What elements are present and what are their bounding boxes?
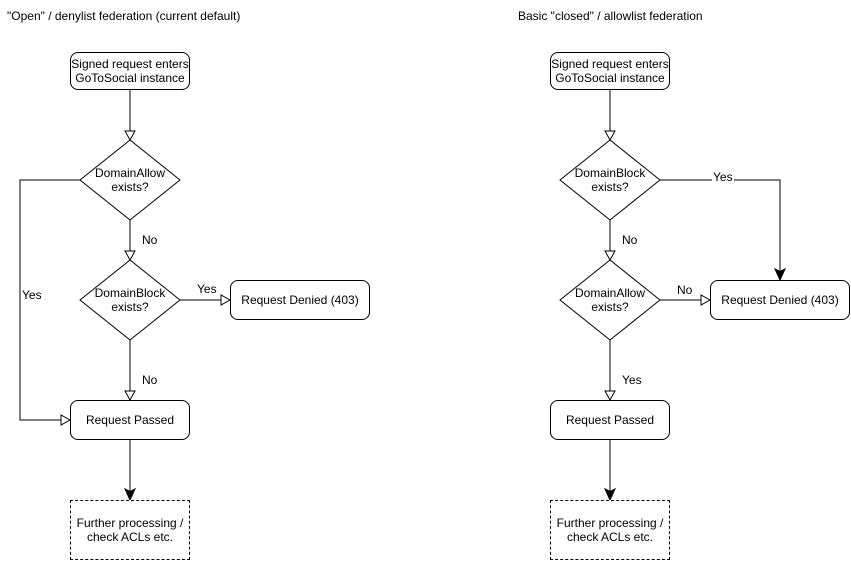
right-decision1-label: DomainBlock exists? <box>574 166 646 194</box>
right-request-passed-node: Request Passed <box>550 400 670 440</box>
left-decision2-label: DomainBlock exists? <box>94 286 166 314</box>
left-request-denied-node: Request Denied (403) <box>230 280 370 320</box>
right-decision2-label: DomainAllow exists? <box>574 286 646 314</box>
left-request-passed-node: Request Passed <box>70 400 190 440</box>
right-decision2-no-label: No <box>676 283 694 297</box>
left-arrowhead-open-decision2 <box>124 250 136 262</box>
left-arrowhead-open-decision1 <box>124 130 136 142</box>
left-further-processing-node: Further processing / check ACLs etc. <box>70 500 190 560</box>
left-decision1-yes-label: Yes <box>21 288 43 302</box>
left-arrowhead-open-denied <box>220 294 232 306</box>
left-start-node: Signed request enters GoToSocial instanc… <box>70 52 190 90</box>
right-arrowhead-open-decision2 <box>604 250 616 262</box>
left-arrowhead-filled-further <box>123 487 137 502</box>
left-connector-decision1-yes-passed <box>19 179 80 421</box>
right-decision1-no-label: No <box>621 233 639 247</box>
right-arrowhead-filled-denied-top <box>773 267 787 282</box>
left-decision1-no-label: No <box>141 233 159 247</box>
right-request-denied-node: Request Denied (403) <box>710 280 850 320</box>
right-arrowhead-open-passed-top <box>604 390 616 402</box>
right-further-processing-node: Further processing / check ACLs etc. <box>550 500 670 560</box>
right-connector-decision1-yes-denied <box>660 179 781 272</box>
left-decision2-yes-label: Yes <box>196 282 218 296</box>
right-decision1-yes-label: Yes <box>712 170 734 184</box>
left-arrowhead-open-passed-left <box>60 414 72 426</box>
right-start-node: Signed request enters GoToSocial instanc… <box>550 52 670 90</box>
right-diagram-title: Basic "closed" / allowlist federation <box>518 9 703 23</box>
right-arrowhead-open-denied-left <box>700 294 712 306</box>
right-arrowhead-filled-further <box>603 487 617 502</box>
right-arrowhead-open-decision1 <box>604 130 616 142</box>
left-decision2-no-label: No <box>141 373 159 387</box>
left-arrowhead-open-passed-top <box>124 390 136 402</box>
left-decision1-label: DomainAllow exists? <box>94 166 166 194</box>
left-diagram-title: "Open" / denylist federation (current de… <box>7 9 241 23</box>
right-decision2-yes-label: Yes <box>621 373 643 387</box>
